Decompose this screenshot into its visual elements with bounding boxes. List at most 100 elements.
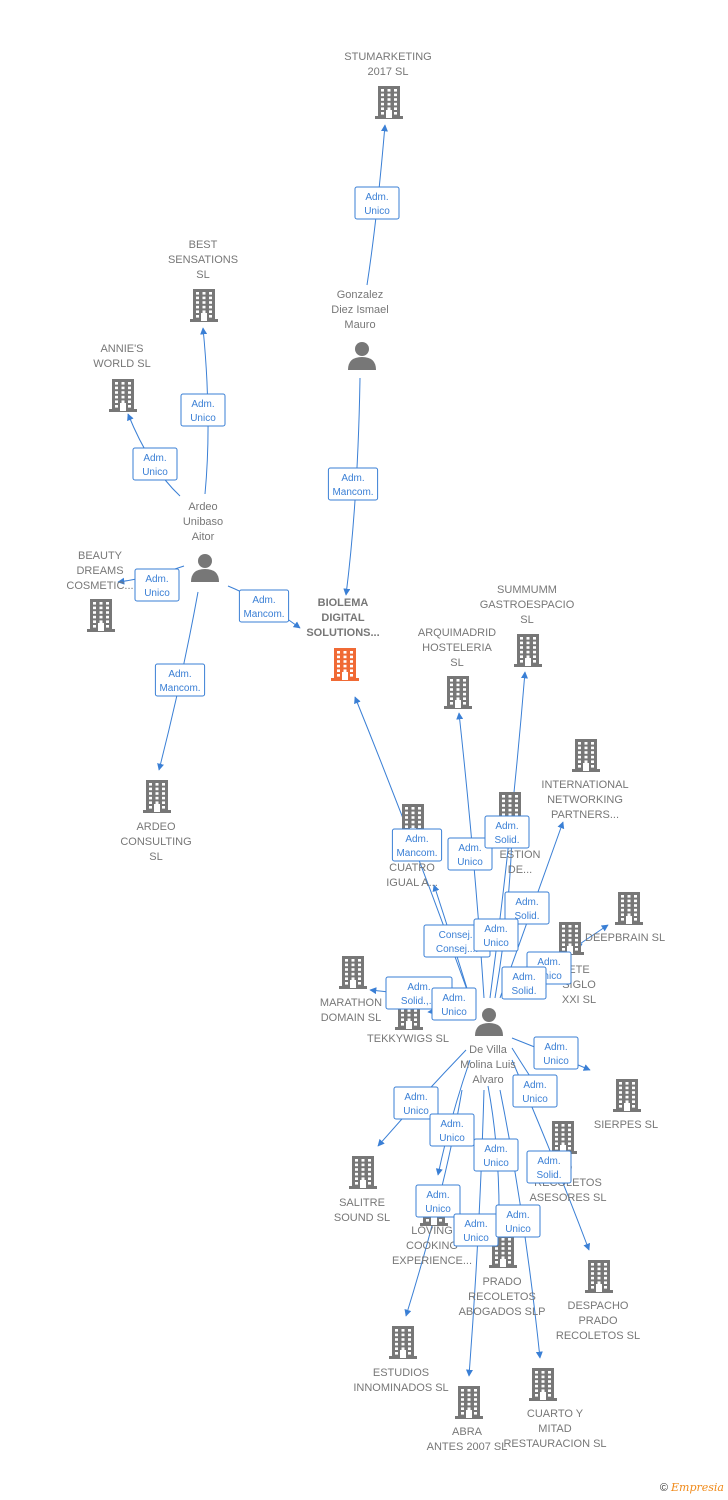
edge-label-devilla-biolema[interactable]: Adm. Mancom. <box>391 828 443 862</box>
edge-label-text: Consej.. <box>439 930 476 941</box>
edge-label-devilla-despacho[interactable]: Adm.Solid. <box>526 1150 572 1184</box>
edge-label-devilla-abra[interactable]: Adm.Unico <box>453 1213 499 1247</box>
edge-label-devilla-gestion[interactable]: Adm. Solid. <box>504 891 550 925</box>
edge-label-devilla-tekky[interactable]: Adm.Unico <box>431 987 477 1021</box>
edge-label-devilla-arquimadrid[interactable]: Adm.Unico <box>447 837 493 871</box>
edge-label-ardeo_p-annies[interactable]: Adm.Unico <box>132 447 178 481</box>
edge-label-ardeo_p-biolema[interactable]: Adm.Mancom. <box>238 589 290 623</box>
node-label: Aitor <box>192 531 215 543</box>
node-label: RECOLETOS SL <box>556 1330 640 1342</box>
edge-label-box <box>429 1113 475 1147</box>
edge-label-box <box>473 1138 519 1172</box>
edge-label-text: Mancom. <box>159 683 200 694</box>
node-label: NETWORKING <box>547 794 623 806</box>
edge-label-text: Adm. <box>404 1092 427 1103</box>
edge-label-ardeo_p-beauty[interactable]: Adm.Unico <box>134 568 180 602</box>
edge-label-box <box>447 837 493 871</box>
edge-label-box <box>484 815 530 849</box>
node-label: DREAMS <box>76 565 123 577</box>
node-asesores[interactable]: ORECOLETOSASESORES SL <box>529 1121 607 1204</box>
edge-label-text: Adm. <box>523 1080 546 1091</box>
edge-label-gonzalez-stumarketing[interactable]: Adm.Unico <box>354 186 400 220</box>
node-label: 2017 SL <box>368 66 409 78</box>
node-label: Diez Ismael <box>331 304 388 316</box>
node-label: Alvaro <box>472 1074 503 1086</box>
edge-label-devilla-estudios[interactable]: Adm. Unico <box>415 1184 461 1218</box>
edge-label-text: Solid. <box>511 986 536 997</box>
edge-label-box <box>431 987 477 1021</box>
building-icon <box>444 676 472 709</box>
node-deepbrain[interactable]: DEEPBRAIN SL <box>585 892 665 944</box>
node-label: CONSULTING <box>120 836 191 848</box>
edge-label-text: Adm. <box>484 1144 507 1155</box>
edge-label-devilla-sierpes[interactable]: Adm.Unico <box>533 1036 579 1070</box>
building-icon <box>331 648 359 681</box>
edge-label-devilla-salitre[interactable]: Adm.Unico <box>393 1086 439 1120</box>
edge-label-box <box>132 447 178 481</box>
node-label: SENSATIONS <box>168 254 238 266</box>
edge-label-devilla-international[interactable]: Adm.Unico <box>473 918 519 952</box>
edge-label-text: Adm. <box>145 574 168 585</box>
edge-label-text: Solid. <box>494 835 519 846</box>
edge-label-text: Adm. <box>405 834 428 845</box>
edge-label-devilla-loving[interactable]: Adm.Unico <box>429 1113 475 1147</box>
edge-label-box <box>354 186 400 220</box>
node-beauty[interactable]: BEAUTY DREAMS COSMETIC... <box>66 550 134 632</box>
edge-label-text: Adm. <box>537 957 560 968</box>
edge-label-text: Adm. <box>426 1190 449 1201</box>
node-label: COSMETIC... <box>66 580 133 592</box>
edge-label-devilla-deepbrain[interactable]: Adm. Solid. <box>501 966 547 1000</box>
edge-label-box <box>238 589 290 623</box>
node-label: PARTNERS... <box>551 809 619 821</box>
node-sierpes[interactable]: SIERPES SL <box>594 1079 658 1131</box>
edge-label-text: Solid. <box>514 911 539 922</box>
edge-label-text: Adm. <box>484 924 507 935</box>
edge-label-devilla-prado_ab[interactable]: Adm. Unico <box>473 1138 519 1172</box>
edge-label-ardeo_p-ardeo_c[interactable]: Adm.Mancom. <box>154 663 206 697</box>
node-label: BEAUTY <box>78 550 123 562</box>
building-icon <box>349 1156 377 1189</box>
node-label: ABOGADOS SLP <box>459 1306 546 1318</box>
edge-label-text: Adm. <box>495 821 518 832</box>
person-icon <box>348 342 376 370</box>
node-label: ANNIE'S <box>100 343 143 355</box>
edge-label-text: Adm. <box>442 993 465 1004</box>
edge-label-devilla-summum[interactable]: Adm. Solid. <box>484 815 530 849</box>
edge-label-text: Unico <box>483 1158 509 1169</box>
edge-label-text: Adm. <box>512 972 535 983</box>
node-biolema[interactable]: BIOLEMADIGITALSOLUTIONS... <box>306 597 380 681</box>
node-label: CUATRO <box>389 862 435 874</box>
edge-label-text: Mancom. <box>396 848 437 859</box>
node-label: TEKKYWIGS SL <box>367 1033 449 1045</box>
edge-label-ardeo_p-best[interactable]: Adm.Unico <box>180 393 226 427</box>
node-label: RECOLETOS <box>468 1291 536 1303</box>
node-international[interactable]: INTERNATIONALNETWORKINGPARTNERS... <box>541 739 629 821</box>
edge-label-text: Unico <box>425 1204 451 1215</box>
edge-label-text: Adm. <box>515 897 538 908</box>
node-label: DOMAIN SL <box>321 1012 382 1024</box>
edge-label-gonzalez-biolema[interactable]: Adm.Mancom. <box>327 467 379 501</box>
building-icon <box>190 289 218 322</box>
building-icon <box>87 599 115 632</box>
edge-label-devilla-asesores[interactable]: Adm.Unico <box>512 1074 558 1108</box>
node-label: CUARTO Y <box>527 1408 584 1420</box>
edge-label-devilla-cuarto[interactable]: Adm.Unico <box>495 1204 541 1238</box>
edge-label-text: Unico <box>543 1056 569 1067</box>
